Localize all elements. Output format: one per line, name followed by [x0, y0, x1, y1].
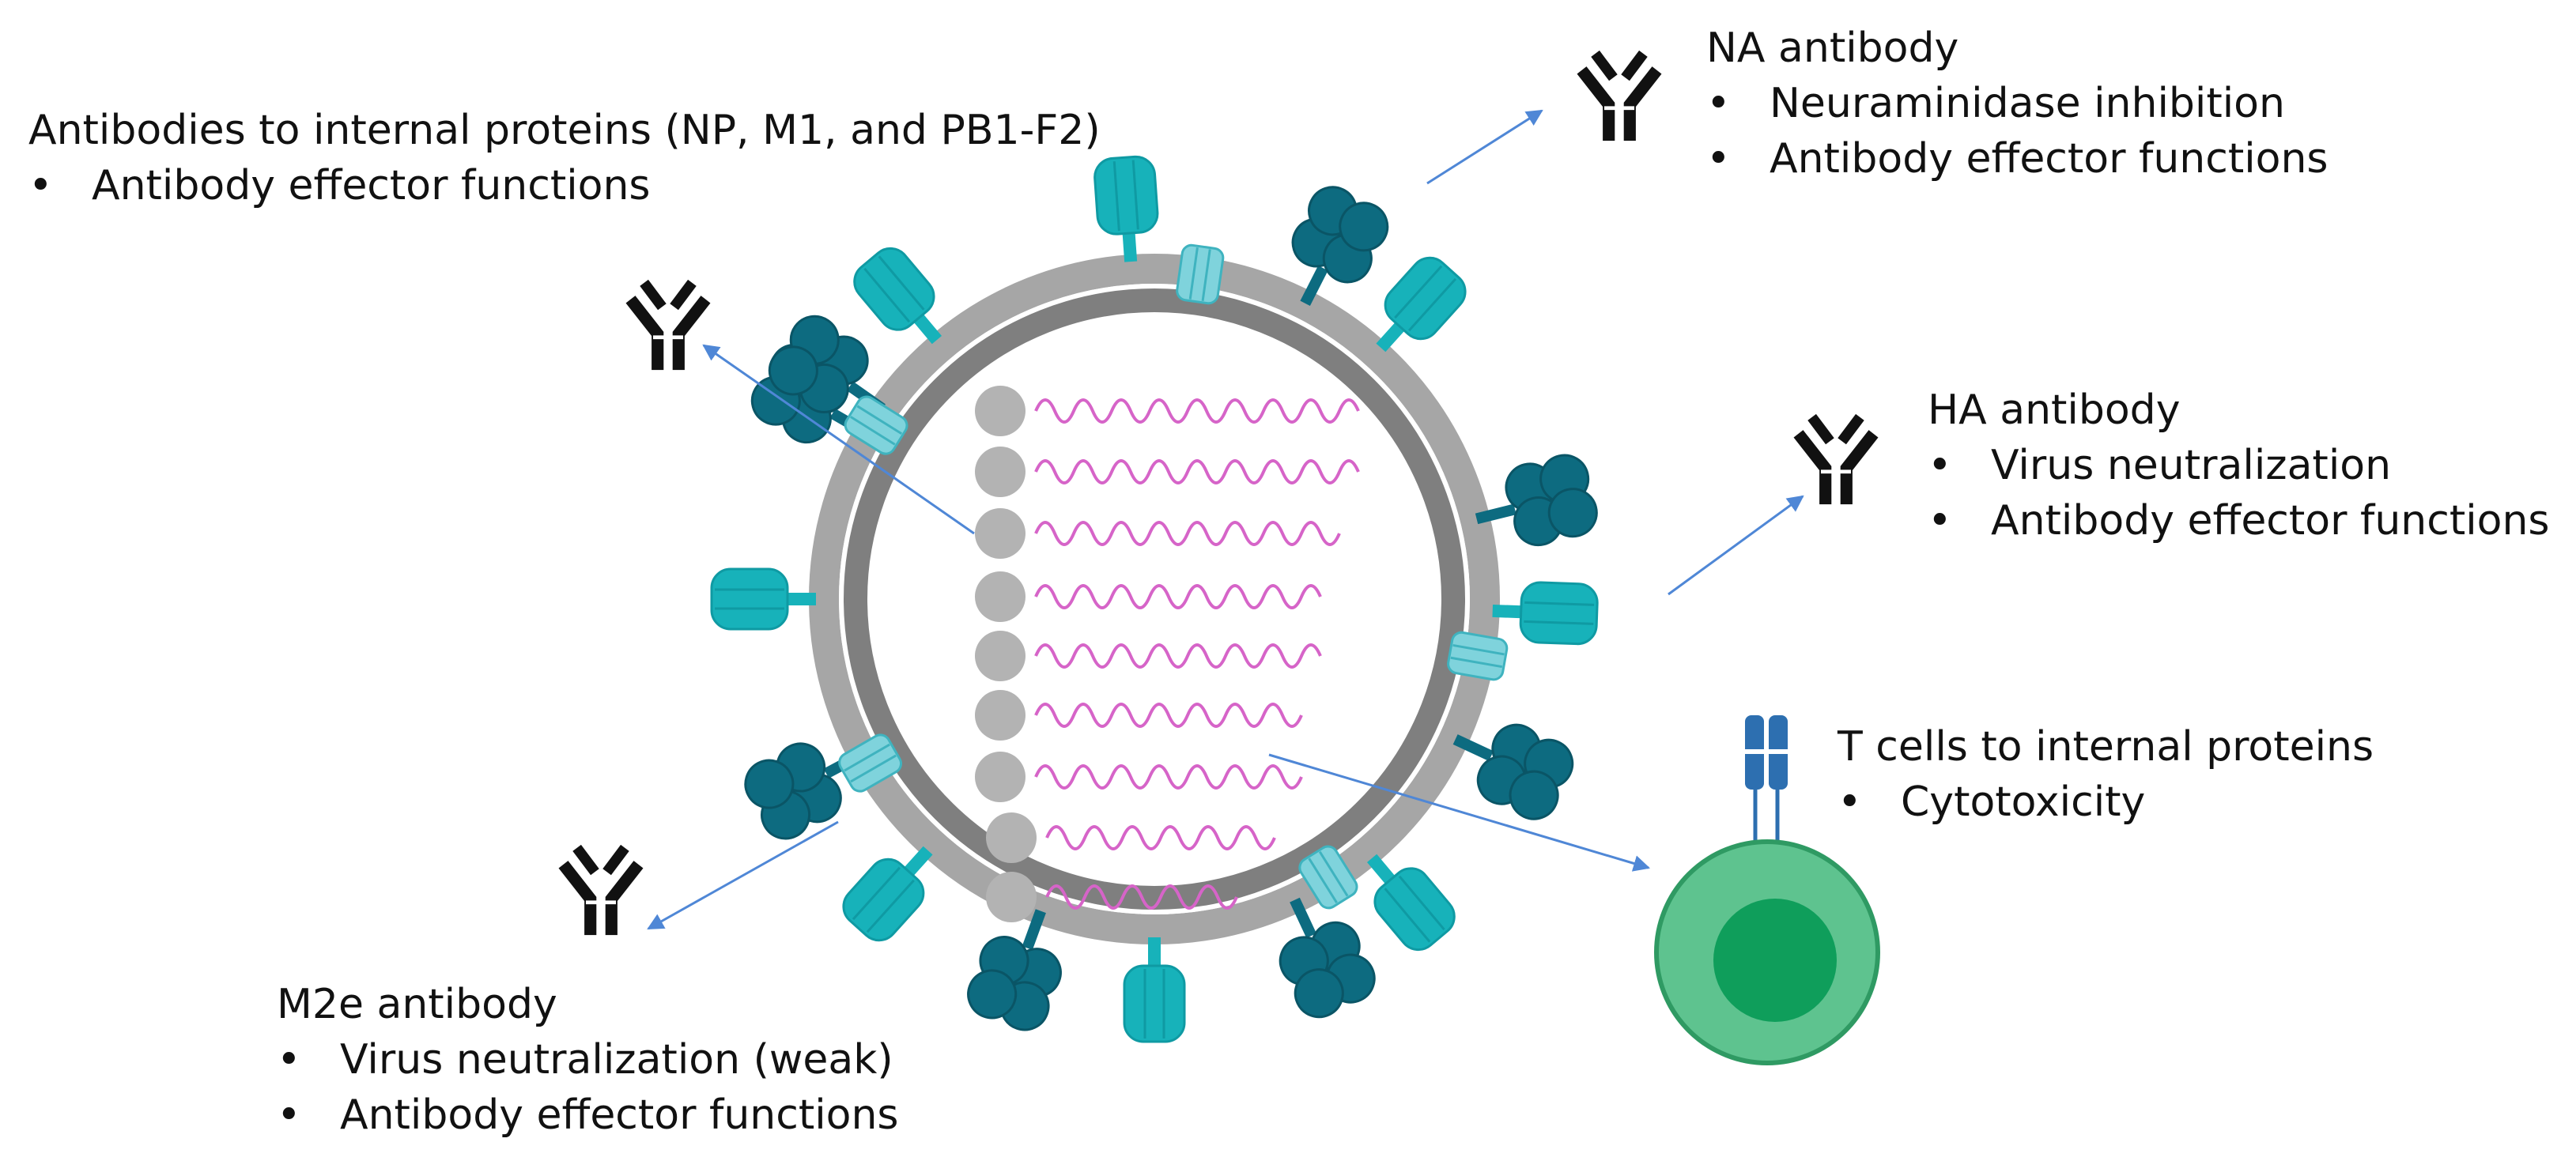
- neuraminidase-protein: [744, 742, 864, 840]
- neuraminidase-protein: [750, 345, 870, 444]
- rnp-nucleoprotein: [975, 386, 1025, 436]
- rnp-nucleoprotein: [986, 812, 1037, 863]
- neuraminidase-protein: [967, 909, 1062, 1031]
- m2-ion-channel: [1447, 631, 1509, 681]
- hemagglutinin-protein: [710, 567, 816, 631]
- hemagglutinin-protein: [1366, 854, 1456, 952]
- rnp-nucleoprotein: [975, 752, 1025, 802]
- label-title: Antibodies to internal proteins (NP, M1,…: [28, 107, 1101, 154]
- hemagglutinin-protein: [1123, 937, 1186, 1043]
- antibody-icon-m2e: [564, 848, 639, 982]
- rnp-nucleoprotein: [975, 571, 1025, 622]
- arrow-to-internal-antibody: [702, 344, 975, 535]
- internal-proteins-antibody-label: Antibodies to internal proteins (NP, M1,…: [28, 103, 1101, 213]
- m2e-antibody-label: M2e antibody •Virus neutralization (weak…: [277, 977, 899, 1143]
- m2-ion-channel: [838, 733, 903, 793]
- label-bullet: •Antibody effector functions: [1706, 135, 2329, 183]
- label-title: NA antibody: [1706, 25, 1959, 72]
- rnp-nucleoprotein: [975, 508, 1025, 559]
- arrows: [647, 109, 1804, 930]
- hemagglutinin-protein: [1376, 256, 1467, 352]
- label-title: M2e antibody: [277, 981, 557, 1028]
- m2-ion-channel: [1176, 243, 1225, 305]
- hemagglutinin-protein: [1492, 581, 1599, 646]
- hemagglutinin-protein: [842, 846, 933, 942]
- antibody-icon-internal: [631, 283, 706, 417]
- antibody-icon-na: [1582, 54, 1657, 187]
- neuraminidase-protein: [1279, 897, 1376, 1019]
- arrow-to-na-antibody: [1426, 109, 1543, 185]
- label-bullet: •Neuraminidase inhibition: [1706, 80, 2285, 127]
- arrow-to-ha-antibody: [1668, 495, 1804, 596]
- viral-rna-strand: [1034, 398, 1360, 424]
- hemagglutinin-protein: [853, 247, 942, 345]
- label-bullet: •Antibody effector functions: [277, 1091, 899, 1139]
- viral-envelope-gap: [839, 284, 1470, 914]
- m2-ion-channel: [1298, 845, 1358, 910]
- arrow-to-m2e-antibody: [647, 820, 839, 930]
- neuraminidase-protein: [1475, 454, 1598, 547]
- virus-particle: [809, 254, 1500, 944]
- viral-rna-strand: [1034, 764, 1303, 790]
- neuraminidase-protein: [1291, 186, 1389, 306]
- viral-rna-strand: [1034, 584, 1322, 609]
- viral-envelope-inner: [844, 288, 1465, 910]
- t-cell-label: T cells to internal proteins •Cytotoxici…: [1838, 719, 2374, 830]
- hemagglutinin-protein: [1093, 155, 1159, 262]
- arrow-to-t-cell: [1268, 753, 1651, 872]
- label-title: T cells to internal proteins: [1838, 723, 2374, 771]
- label-bullet: •Virus neutralization (weak): [277, 1036, 893, 1084]
- ribonucleoprotein-core: [975, 386, 1360, 922]
- label-bullet: •Antibody effector functions: [1928, 497, 2550, 545]
- surface-proteins: [710, 155, 1599, 1043]
- viral-rna-strand: [1045, 825, 1276, 850]
- label-bullet: •Cytotoxicity: [1838, 778, 2146, 826]
- viral-rna-strand: [1034, 459, 1360, 484]
- antibody-icon-ha: [1799, 417, 1874, 551]
- viral-rna-strand: [1034, 643, 1322, 669]
- t-cell-nucleus: [1713, 899, 1837, 1022]
- t-cell: [1654, 715, 1880, 1065]
- rnp-nucleoprotein: [975, 690, 1025, 741]
- na-antibody-label: NA antibody •Neuraminidase inhibition •A…: [1706, 21, 2329, 187]
- label-bullet: •Virus neutralization: [1928, 442, 2392, 489]
- neuraminidase-protein: [1452, 723, 1574, 820]
- ha-antibody-label: HA antibody •Virus neutralization •Antib…: [1928, 383, 2550, 548]
- label-bullet: •Antibody effector functions: [28, 162, 651, 209]
- viral-envelope-outer: [809, 254, 1500, 944]
- viral-rna-strand: [1034, 703, 1303, 728]
- viral-rna-strand: [1034, 521, 1341, 546]
- rnp-nucleoprotein: [986, 872, 1037, 922]
- rnp-nucleoprotein: [975, 447, 1025, 497]
- m2-ion-channel: [844, 395, 908, 455]
- viral-rna-strand: [1045, 884, 1238, 910]
- label-title: HA antibody: [1928, 386, 2181, 434]
- rnp-nucleoprotein: [975, 631, 1025, 681]
